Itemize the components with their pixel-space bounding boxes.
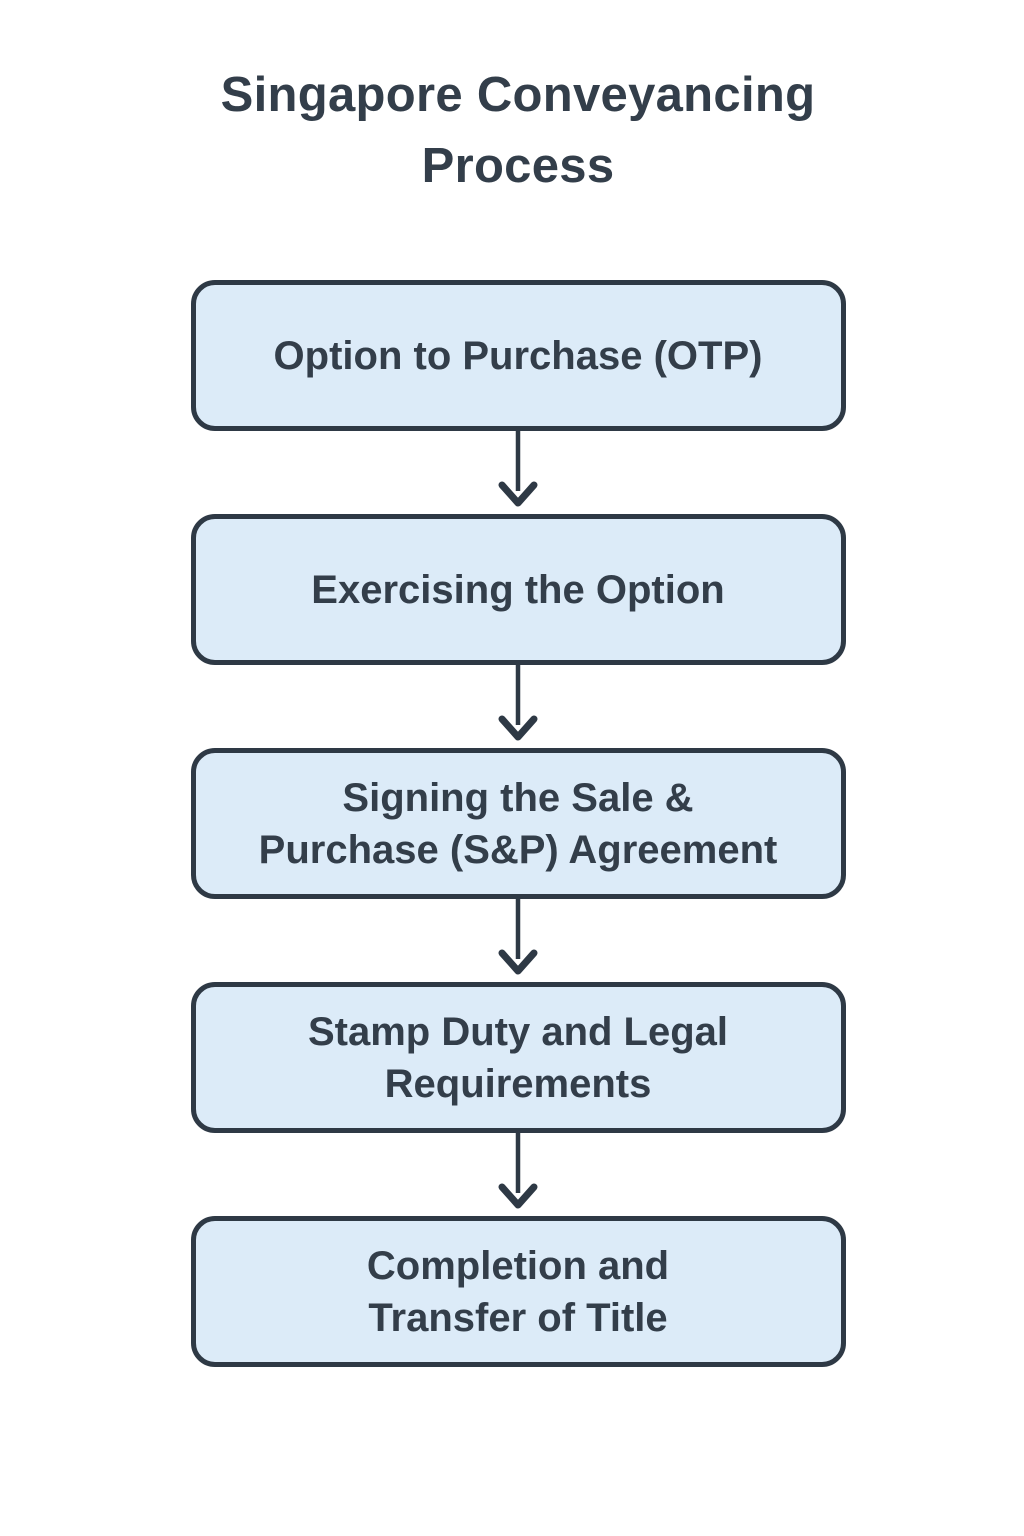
arrow-down-icon (498, 665, 538, 741)
flow-step-stamp-duty-legal: Stamp Duty and Legal Requirements (190, 982, 846, 1134)
flowchart-canvas: Singapore Conveyancing Process Option to… (6, 0, 1024, 1536)
arrow-down-icon (498, 431, 538, 507)
flow-step-completion-transfer: Completion and Transfer of Title (190, 1216, 846, 1368)
arrow-down-icon (498, 1133, 538, 1209)
flow-step-option-to-purchase: Option to Purchase (OTP) (190, 280, 846, 432)
arrow-down-icon (498, 899, 538, 975)
flow-step-signing-sp-agreement: Signing the Sale & Purchase (S&P) Agreem… (190, 748, 846, 900)
flow-step-exercising-option: Exercising the Option (190, 514, 846, 666)
flowchart: Option to Purchase (OTP) Exercising the … (190, 280, 846, 1368)
page-title: Singapore Conveyancing Process (220, 68, 816, 194)
